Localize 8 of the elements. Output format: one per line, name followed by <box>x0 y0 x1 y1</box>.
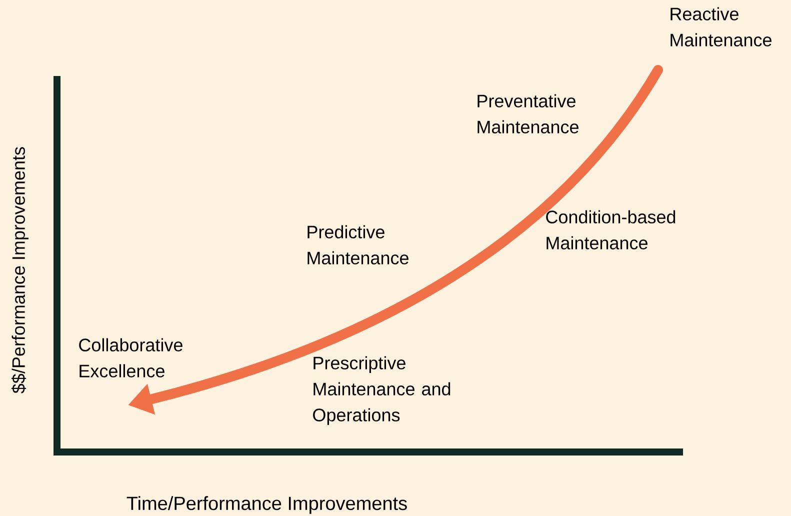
stage-label: Prescriptive Maintenance and Operations <box>313 356 450 425</box>
stage-label: Condition-based Maintenance <box>546 210 676 250</box>
stage-label: Reactive Maintenance <box>670 7 772 46</box>
axis-label: Time/Performance Improvements <box>126 496 407 514</box>
stage-label: Preventative Maintenance <box>478 94 578 134</box>
stage-label: Collaborative Excellence <box>79 338 182 378</box>
axis-label: $$/Performance Improvements <box>11 147 29 394</box>
stage-label: Predictive Maintenance <box>308 225 408 264</box>
